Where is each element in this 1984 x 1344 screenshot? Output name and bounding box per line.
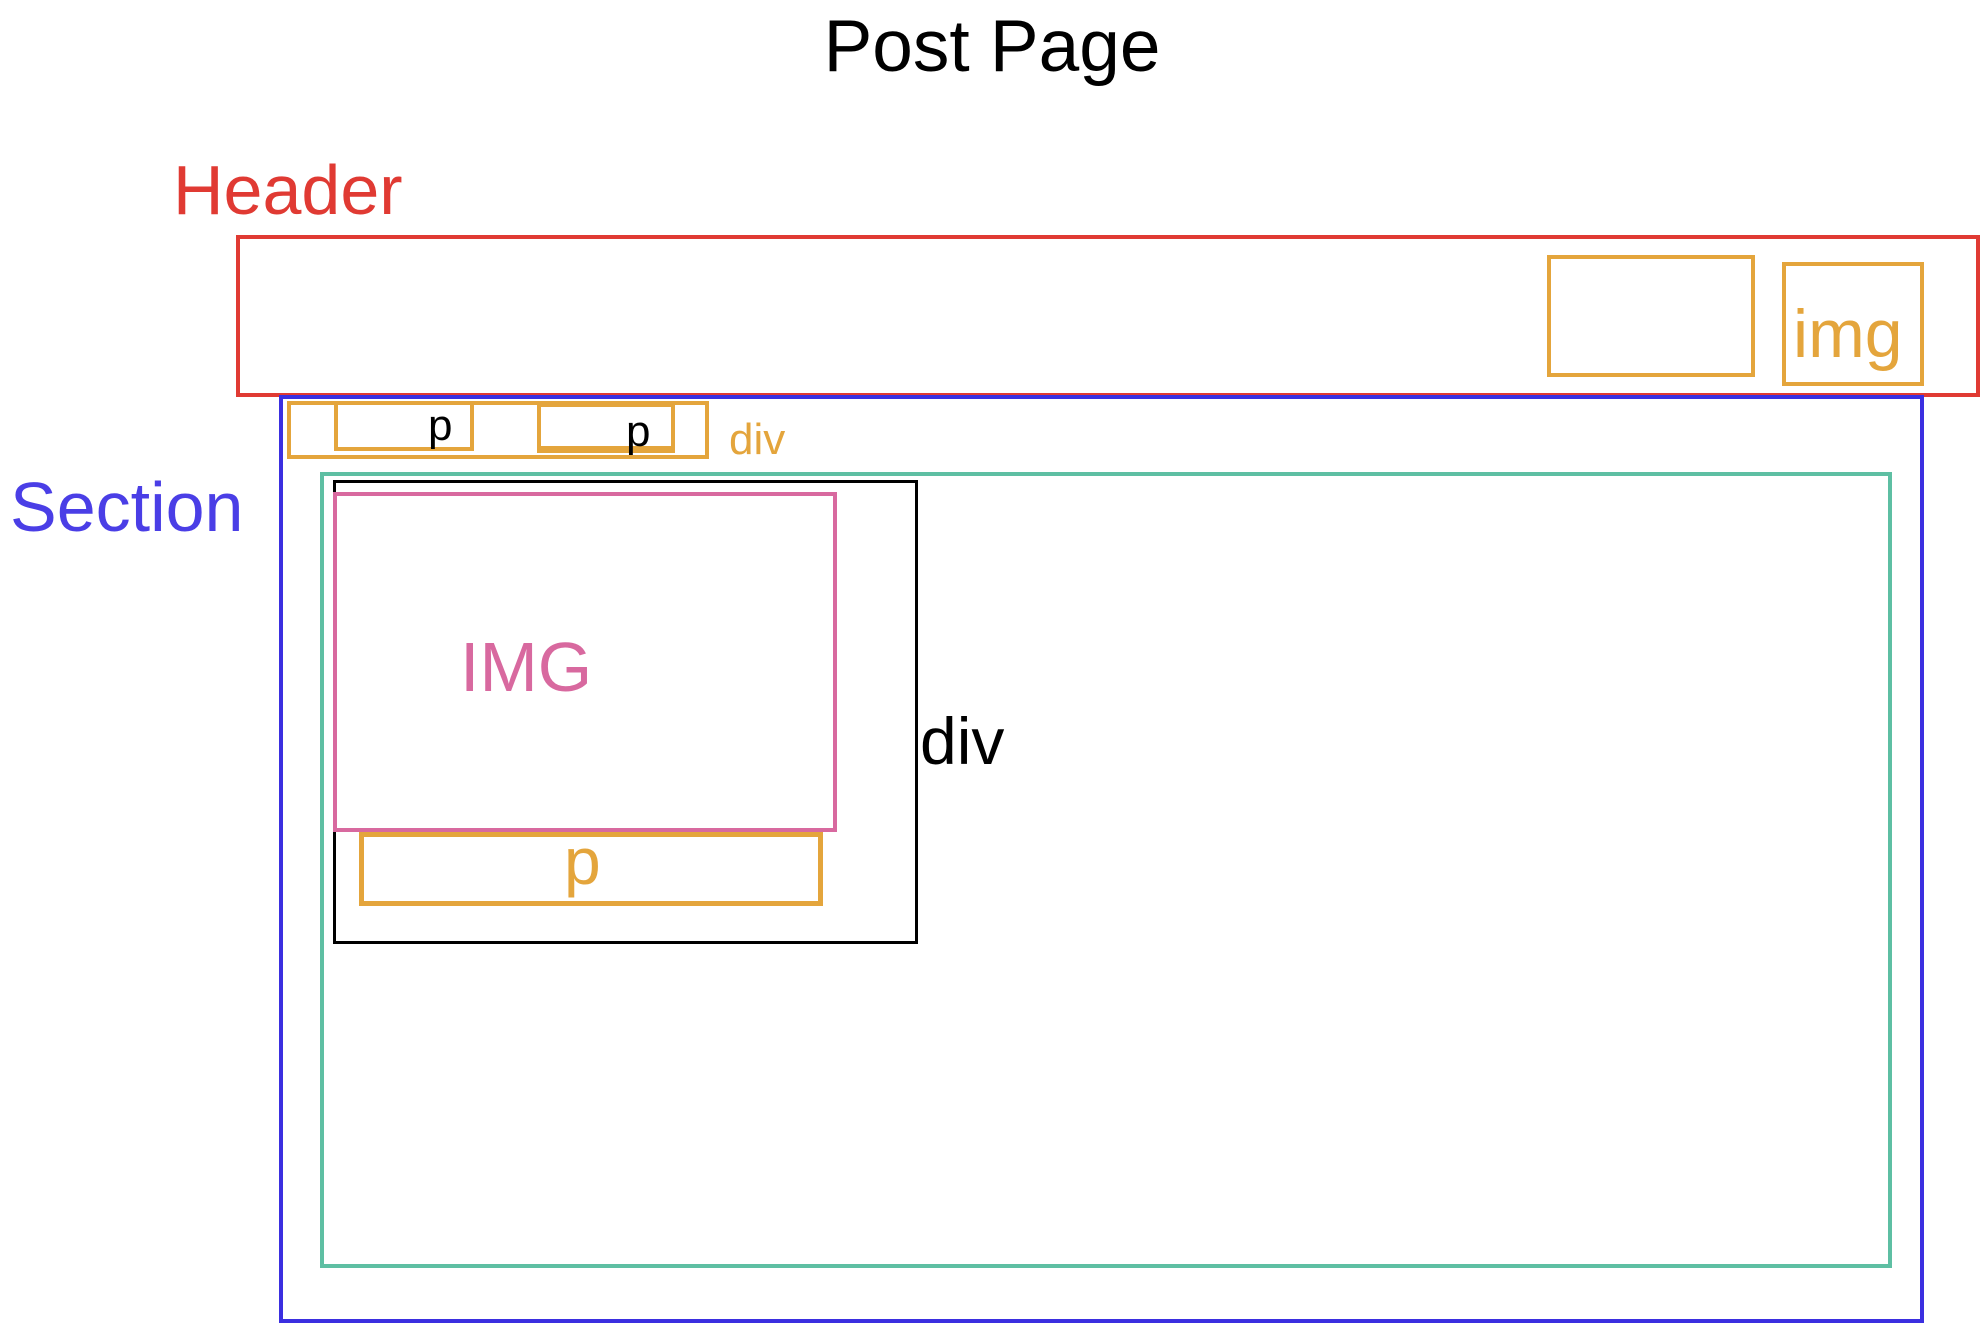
header-img-label: img	[1793, 296, 1903, 372]
top-p2-box	[537, 403, 675, 453]
content-div-label: div	[920, 704, 1005, 778]
content-img-box	[333, 492, 837, 832]
header-img-box	[1782, 262, 1924, 386]
top-div-label: div	[729, 415, 786, 464]
content-container-box	[320, 472, 1892, 1268]
content-p-box	[359, 832, 823, 906]
content-p-label: p	[564, 824, 601, 898]
section-box	[279, 395, 1924, 1323]
content-img-label: IMG	[460, 628, 593, 706]
page-title: Post Page	[823, 6, 1161, 87]
header-blank-element-box	[1547, 255, 1755, 377]
top-p1-box	[334, 401, 474, 451]
top-p2-label: p	[626, 407, 651, 456]
top-p1-label: p	[428, 401, 453, 450]
top-div-box	[287, 401, 709, 459]
header-label: Header	[173, 151, 403, 229]
section-label: Section	[10, 468, 244, 546]
